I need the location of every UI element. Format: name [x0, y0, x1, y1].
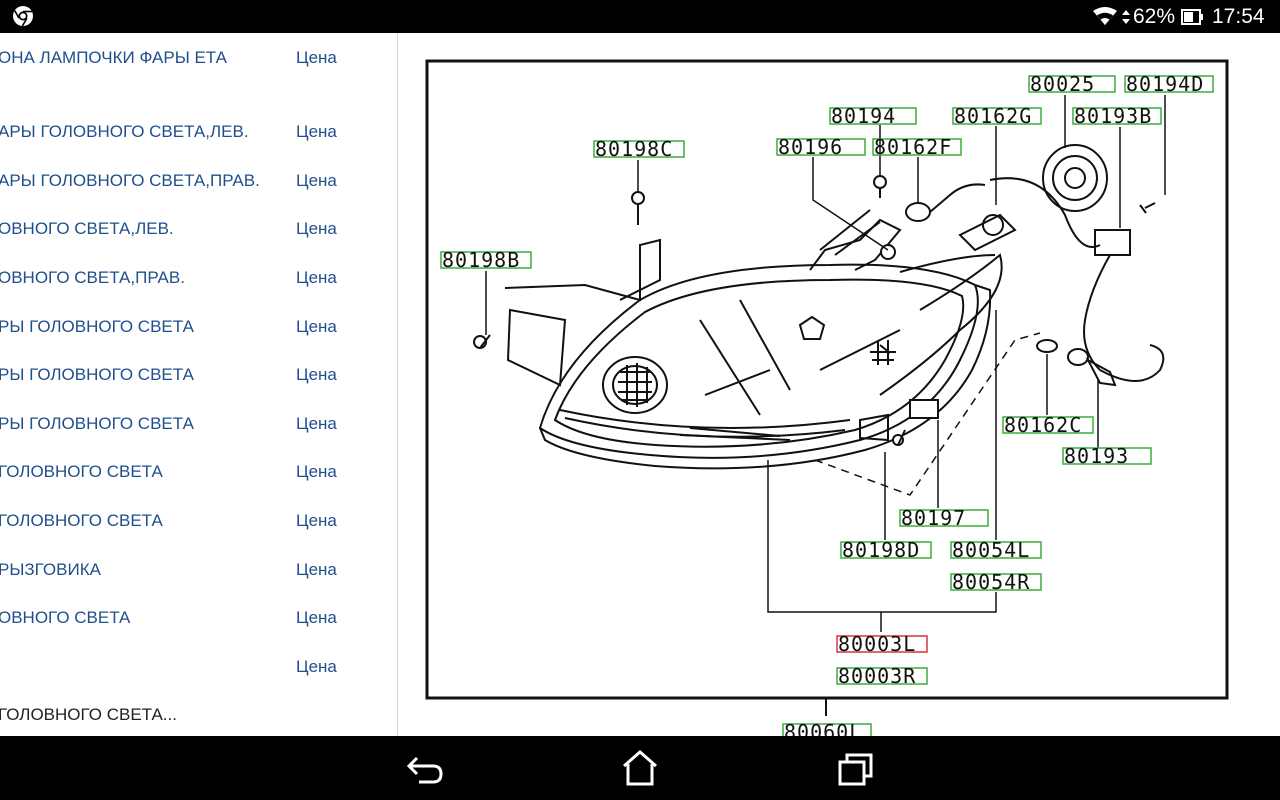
part-label-80060L[interactable]: 80060L	[782, 720, 872, 736]
price-link[interactable]: Цена	[296, 219, 337, 238]
price-link[interactable]: Цена	[296, 171, 337, 190]
part-label-80198D[interactable]: 80198D	[840, 538, 932, 562]
battery-icon	[1181, 9, 1203, 25]
part-label-80054R[interactable]: 80054R	[950, 570, 1042, 594]
part-label-80193[interactable]: 80193	[1062, 444, 1152, 468]
clock: 17:54	[1212, 5, 1265, 28]
back-icon[interactable]	[403, 748, 447, 788]
part-labels: 80025 80194D 80194 80162G 80193B 80198C	[440, 72, 1214, 736]
price-link[interactable]: Цена	[296, 462, 337, 481]
wifi-icon	[1093, 7, 1117, 25]
headlight-exploded-view[interactable]: 80025 80194D 80194 80162G 80193B 80198C	[398, 33, 1280, 736]
recent-apps-icon[interactable]	[834, 748, 878, 788]
price-link[interactable]: Цена	[296, 414, 337, 433]
price-link[interactable]: Цена	[296, 657, 337, 676]
part-number: 80054R	[952, 570, 1030, 594]
mount-brackets	[504, 209, 902, 442]
part-number: 80196	[778, 135, 843, 159]
part-number: 80194	[831, 104, 896, 128]
part-name[interactable]: РЫ ГОЛОВНОГО СВЕТА	[0, 365, 194, 384]
part-label-80194[interactable]: 80194	[829, 104, 917, 128]
fasteners	[473, 175, 1156, 446]
chrome-icon	[13, 6, 33, 27]
part-number: 80193B	[1074, 104, 1152, 128]
part-number: 80162F	[874, 135, 952, 159]
price-link[interactable]: Цена	[296, 560, 337, 579]
part-name[interactable]: ОВНОГО СВЕТА,ПРАВ.	[0, 268, 185, 287]
part-number: 80162C	[1004, 413, 1082, 437]
part-name[interactable]: АРЫ ГОЛОВНОГО СВЕТА,ПРАВ.	[0, 171, 260, 190]
price-link[interactable]: Цена	[296, 317, 337, 336]
dashed-outline	[814, 332, 1041, 496]
part-name[interactable]: ГОЛОВНОГО СВЕТА	[0, 511, 163, 530]
part-number: 80025	[1030, 72, 1095, 96]
bulbs-and-wiring	[905, 144, 1165, 387]
part-label-80162C[interactable]: 80162C	[1002, 413, 1094, 437]
part-name[interactable]: ОВНОГО СВЕТА,ЛЕВ.	[0, 219, 174, 238]
price-link[interactable]: Цена	[296, 48, 337, 67]
part-number: 80060L	[784, 720, 862, 736]
part-name[interactable]: РЫ ГОЛОВНОГО СВЕТА	[0, 414, 194, 433]
parts-list: ОНА ЛАМПОЧКИ ФАРЫ ЕТА Цена АРЫ ГОЛОВНОГО…	[0, 33, 398, 736]
part-number: 80198D	[842, 538, 920, 562]
part-number: 80198B	[442, 248, 520, 272]
part-number: 80162G	[954, 104, 1032, 128]
signal-icon	[1122, 10, 1130, 24]
home-icon[interactable]	[618, 748, 662, 788]
parts-diagram[interactable]: 80025 80194D 80194 80162G 80193B 80198C	[398, 33, 1280, 736]
part-number: 80193	[1064, 444, 1129, 468]
navigation-bar	[0, 736, 1280, 800]
part-name[interactable]: ОНА ЛАМПОЧКИ ФАРЫ ЕТА	[0, 48, 227, 67]
part-name[interactable]: РЫ ГОЛОВНОГО СВЕТА	[0, 317, 194, 336]
part-name[interactable]: ГОЛОВНОГО СВЕТА	[0, 462, 163, 481]
part-label-80025[interactable]: 80025	[1028, 72, 1116, 96]
part-label-80003L[interactable]: 80003L	[836, 632, 928, 656]
status-bar: 62% 17:54	[0, 0, 1280, 33]
part-number: 80194D	[1126, 72, 1204, 96]
part-label-80162F[interactable]: 80162F	[872, 135, 962, 159]
part-name[interactable]: ГОЛОВНОГО СВЕТА...	[0, 705, 177, 724]
price-link[interactable]: Цена	[296, 511, 337, 530]
price-link[interactable]: Цена	[296, 608, 337, 627]
part-name[interactable]: АРЫ ГОЛОВНОГО СВЕТА,ЛЕВ.	[0, 122, 249, 141]
part-label-80193B[interactable]: 80193B	[1072, 104, 1162, 128]
price-link[interactable]: Цена	[296, 122, 337, 141]
price-link[interactable]: Цена	[296, 365, 337, 384]
part-number: 80003L	[838, 632, 916, 656]
part-number: 80003R	[838, 664, 916, 688]
price-link[interactable]: Цена	[296, 268, 337, 287]
part-label-80162G[interactable]: 80162G	[952, 104, 1042, 128]
part-label-80198C[interactable]: 80198C	[593, 137, 685, 161]
part-number: 80197	[901, 506, 966, 530]
part-name[interactable]: РЫЗГОВИКА	[0, 560, 101, 579]
part-label-80054L[interactable]: 80054L	[950, 538, 1042, 562]
headlight-housing	[538, 253, 1003, 470]
part-label-80196[interactable]: 80196	[776, 135, 866, 159]
part-name[interactable]: ОВНОГО СВЕТА	[0, 608, 131, 627]
divider	[397, 33, 398, 736]
part-number: 80198C	[595, 137, 673, 161]
battery-percent: 62%	[1133, 5, 1176, 28]
part-label-80194D[interactable]: 80194D	[1124, 72, 1214, 96]
part-label-80003R[interactable]: 80003R	[836, 664, 928, 688]
part-number: 80054L	[952, 538, 1030, 562]
leader-lines	[485, 95, 1166, 632]
part-label-80197[interactable]: 80197	[899, 506, 989, 530]
part-label-80198B[interactable]: 80198B	[440, 248, 532, 272]
